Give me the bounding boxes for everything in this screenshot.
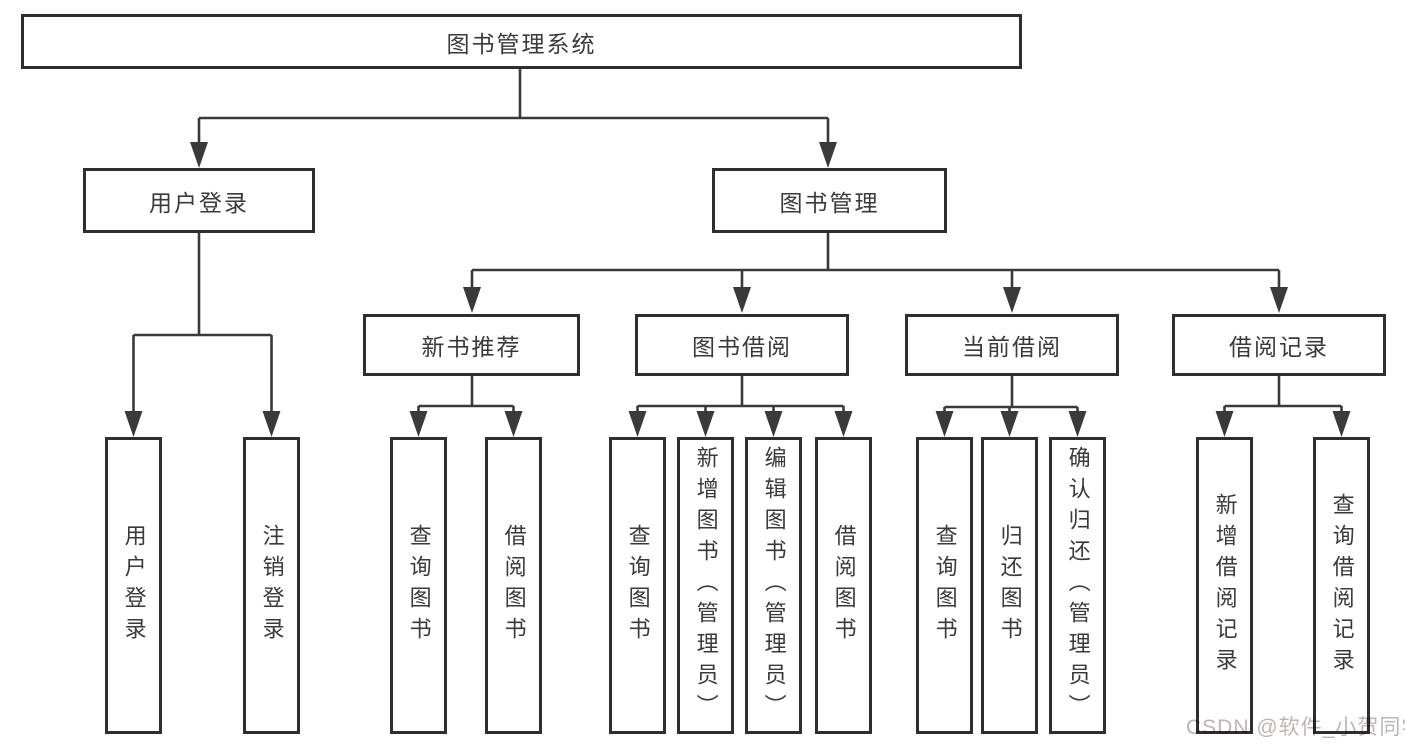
- connector-book-borrow-to-leaves: [628, 376, 853, 437]
- node-book-management-label: 图书管理: [779, 189, 880, 216]
- node-leaf-nbr-borrow-books: 借阅图书: [485, 437, 542, 734]
- node-leaf-bb-add-books-admin-label: 新增图书（管理员）: [693, 446, 719, 725]
- node-leaf-nbr-query-books-label: 查询图书: [406, 523, 432, 648]
- node-system-root-label: 图书管理系统: [446, 30, 597, 57]
- node-user-login-branch-label: 用户登录: [149, 189, 249, 216]
- node-book-management: 图书管理: [712, 168, 947, 233]
- connector-borrow-record-to-leaves: [1215, 376, 1351, 437]
- node-leaf-bb-query-books-label: 查询图书: [625, 523, 651, 648]
- node-leaf-br-query-record: 查询借阅记录: [1313, 437, 1370, 734]
- node-leaf-bb-edit-books-admin: 编辑图书（管理员）: [745, 437, 802, 734]
- node-borrow-record: 借阅记录: [1172, 314, 1386, 376]
- node-leaf-cb-confirm-return-admin-label: 确认归还（管理员）: [1065, 446, 1091, 725]
- node-leaf-bb-borrow-books-label: 借阅图书: [831, 523, 857, 648]
- node-leaf-nbr-query-books: 查询图书: [390, 437, 447, 734]
- node-new-book-recommend-label: 新书推荐: [421, 334, 522, 360]
- node-leaf-bb-borrow-books: 借阅图书: [815, 437, 872, 734]
- node-user-login-branch: 用户登录: [83, 168, 315, 233]
- node-current-borrow-label: 当前借阅: [962, 334, 1062, 360]
- node-leaf-nbr-borrow-books-label: 借阅图书: [501, 523, 527, 648]
- node-leaf-bb-edit-books-admin-label: 编辑图书（管理员）: [761, 446, 787, 725]
- connector-new-book-recommend-to-leaves: [409, 376, 523, 437]
- node-leaf-cb-return-books: 归还图书: [981, 437, 1038, 734]
- node-leaf-cb-confirm-return-admin: 确认归还（管理员）: [1049, 437, 1106, 734]
- connector-book-management-to-level3: [463, 233, 1288, 313]
- node-book-borrow: 图书借阅: [635, 314, 849, 376]
- node-leaf-logout-label: 注销登录: [259, 523, 285, 648]
- node-current-borrow: 当前借阅: [905, 314, 1119, 376]
- node-leaf-user-login: 用户登录: [105, 437, 162, 734]
- node-leaf-user-login-label: 用户登录: [121, 523, 147, 648]
- node-leaf-logout: 注销登录: [243, 437, 300, 734]
- node-leaf-bb-add-books-admin: 新增图书（管理员）: [677, 437, 734, 734]
- connector-current-borrow-to-leaves: [935, 376, 1087, 437]
- node-borrow-record-label: 借阅记录: [1229, 334, 1329, 360]
- node-leaf-cb-return-books-label: 归还图书: [997, 523, 1023, 648]
- node-leaf-cb-query-books: 查询图书: [916, 437, 973, 734]
- node-leaf-br-add-record: 新增借阅记录: [1196, 437, 1253, 734]
- node-leaf-bb-query-books: 查询图书: [609, 437, 666, 734]
- connector-user-login-to-leaves: [124, 233, 281, 437]
- node-leaf-br-query-record-label: 查询借阅记录: [1329, 492, 1355, 679]
- node-leaf-br-add-record-label: 新增借阅记录: [1212, 492, 1238, 679]
- node-system-root: 图书管理系统: [21, 14, 1022, 69]
- node-book-borrow-label: 图书借阅: [692, 334, 792, 360]
- node-new-book-recommend: 新书推荐: [363, 314, 580, 376]
- node-leaf-cb-query-books-label: 查询图书: [932, 523, 958, 648]
- connector-root-to-level2: [190, 69, 837, 168]
